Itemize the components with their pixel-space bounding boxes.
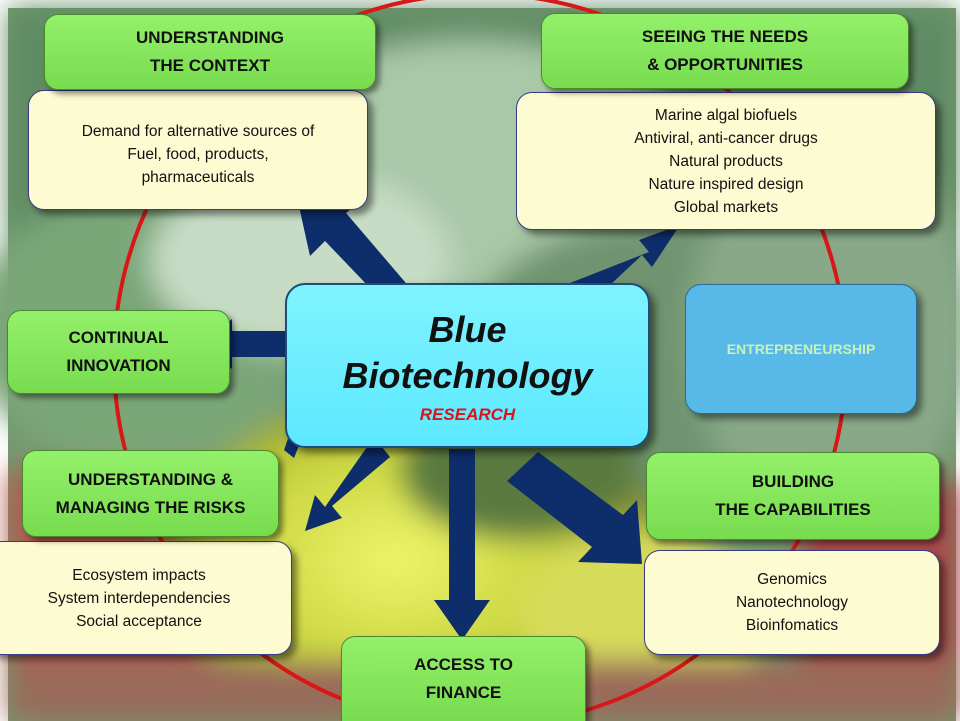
research-label: RESEARCH [419,404,516,424]
capability-item: Bioinfomatics [745,617,839,634]
seeing-needs-title: & OPPORTUNITIES [647,55,803,74]
arrow-to-opportunities [570,225,680,302]
arrow-to-context [295,188,417,314]
understanding-context-title: THE CONTEXT [150,56,270,75]
access-finance-box: ACCESS TO FINANCE [341,636,586,721]
continual-innovation-box: CONTINUAL INNOVATION [7,310,230,394]
access-finance-title: ACCESS TO [414,655,513,674]
risk-item: System interdependencies [47,589,231,607]
capabilities-details-box: Genomics Nanotechnology Bioinfomatics [644,550,940,655]
entrepreneurship-title: ENTREPRENEURSHIP [726,341,876,357]
risk-item: Social acceptance [76,612,202,630]
opportunity-item: Nature inspired design [648,175,804,193]
access-finance-title: FINANCE [425,683,502,702]
opportunity-item: Antiviral, anti-cancer drugs [634,129,818,147]
capability-item: Nanotechnology [735,594,849,611]
arrow-to-capabilities [507,452,642,564]
building-capabilities-title: THE CAPABILITIES [715,500,871,519]
continual-innovation-title: CONTINUAL [68,328,169,347]
seeing-needs-box: SEEING THE NEEDS & OPPORTUNITIES [541,13,909,89]
context-detail: Demand for alternative sources of [81,122,315,140]
seeing-needs-title: SEEING THE NEEDS [641,27,809,46]
opportunity-item: Global markets [673,198,779,216]
context-details-box: Demand for alternative sources of Fuel, … [28,90,368,210]
risks-details-box: Ecosystem impacts System interdependenci… [0,541,292,655]
building-capabilities-title: BUILDING [751,472,835,491]
opportunity-item: Marine algal biofuels [654,106,798,124]
opportunities-details-box: Marine algal biofuels Antiviral, anti-ca… [516,92,936,230]
context-detail: pharmaceuticals [141,168,255,186]
building-capabilities-box: BUILDING THE CAPABILITIES [646,452,940,540]
center-title: Biotechnology [342,354,593,396]
capability-item: Genomics [757,571,827,588]
continual-innovation-title: INNOVATION [66,356,171,375]
risk-item: Ecosystem impacts [72,566,206,584]
arrow-to-finance [434,449,490,640]
blue-biotechnology-center: Blue Biotechnology RESEARCH [285,283,650,448]
arrow-to-risks [305,437,390,531]
managing-risks-box: UNDERSTANDING & MANAGING THE RISKS [22,450,279,537]
center-title: Blue [428,308,507,350]
understanding-context-box: UNDERSTANDING THE CONTEXT [44,14,376,90]
context-detail: Fuel, food, products, [127,145,269,163]
entrepreneurship-box: ENTREPRENEURSHIP [685,284,917,414]
opportunity-item: Natural products [669,152,783,170]
managing-risks-title: UNDERSTANDING & [68,469,233,489]
managing-risks-title: MANAGING THE RISKS [55,497,246,517]
understanding-context-title: UNDERSTANDING [136,28,284,47]
